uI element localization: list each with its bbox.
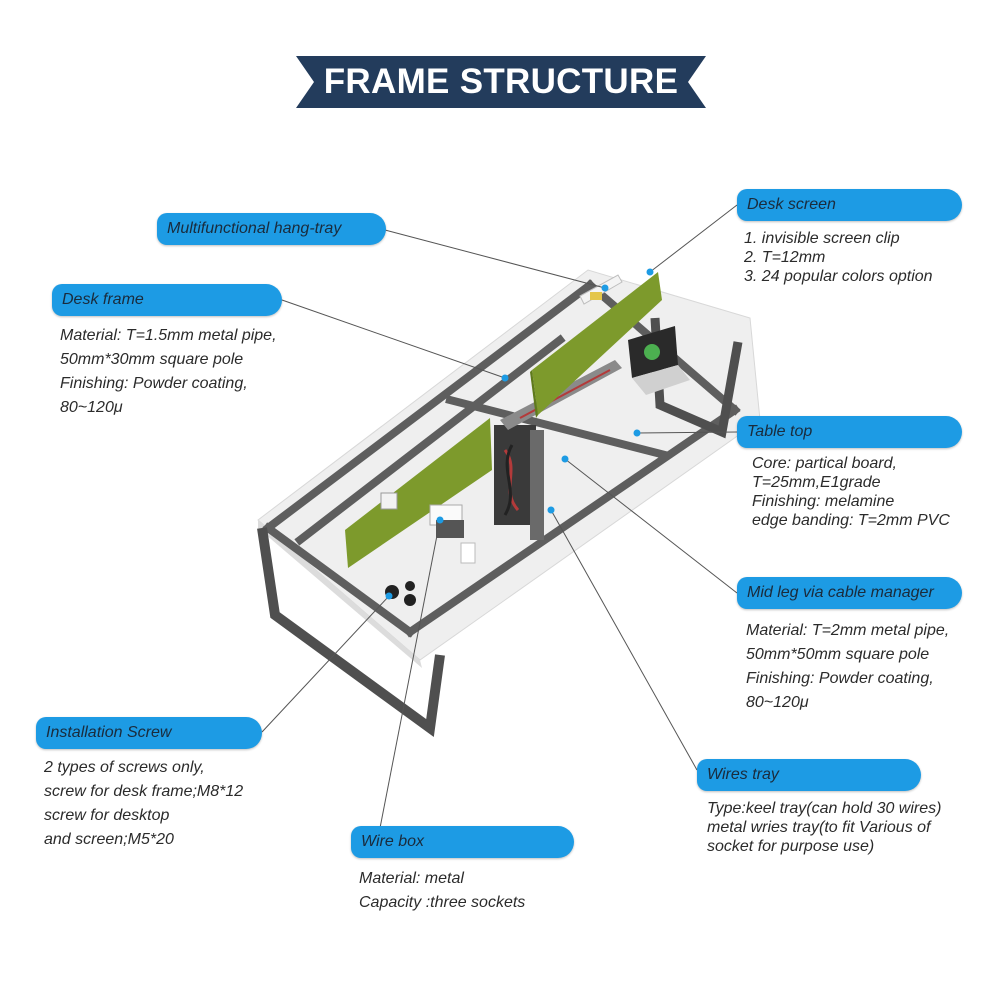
desk-screens [345,272,662,568]
desc-line: 2 types of screws only, [44,759,205,776]
page-title: FRAME STRUCTURE [323,62,679,101]
wire-box [436,520,464,538]
desc-line: Capacity :three sockets [359,894,526,911]
desc-line: Finishing: Powder coating, [746,670,934,687]
phone [460,542,476,564]
desk-frame-description: Material: T=1.5mm metal pipe, 50mm*30mm … [60,324,277,420]
desc-line: 80~120μ [746,694,809,711]
wire-box-description: Material: metal Capacity :three sockets [359,867,525,915]
installation-screw-description: 2 types of screws only, screw for desk f… [44,756,243,852]
mid-leg-label: Mid leg via cable manager [737,577,962,609]
desc-line: 50mm*30mm square pole [60,351,244,368]
table-top-description: Core: partical board, T=25mm,E1grade Fin… [752,454,950,530]
desc-line: Material: T=2mm metal pipe, [746,622,950,639]
desc-line: metal wries tray(to fit Various of [707,819,931,836]
title-banner: FRAME STRUCTURE [296,56,706,108]
pen-holder [380,492,398,510]
laptop [628,326,690,395]
hang-tray-label: Multifunctional hang-tray [157,213,386,245]
desc-line: edge banding: T=2mm PVC [752,512,950,529]
table-top-edge [258,520,422,668]
callout-dots [385,268,654,600]
desc-line: Finishing: Powder coating, [60,375,248,392]
desc-line: and screen;M5*20 [44,831,174,848]
leader-lines [261,204,738,829]
desc-line: Material: T=1.5mm metal pipe, [60,327,277,344]
wire-box-label: Wire box [351,826,574,858]
wires-tray-description: Type:keel tray(can hold 30 wires) metal … [707,799,941,856]
desk-screen-description: 1. invisible screen clip 2. T=12mm 3. 24… [744,229,933,286]
desc-line: socket for purpose use) [707,838,875,855]
desc-line: Material: metal [359,870,464,887]
banner-shape [296,56,706,108]
desc-line: Finishing: melamine [752,493,895,510]
desc-line: 2. T=12mm [744,249,826,266]
desc-line: Core: partical board, [752,455,897,472]
desc-line: 80~120μ [60,399,123,416]
mid-leg-description: Material: T=2mm metal pipe, 50mm*50mm sq… [746,619,949,715]
table-top-label: Table top [737,416,962,448]
wires-tray-label: Wires tray [697,759,921,791]
end-leg-left [257,527,445,737]
desc-line: 1. invisible screen clip [744,230,900,247]
desc-line: 3. 24 popular colors option [744,268,933,285]
desc-line: screw for desk frame;M8*12 [44,783,244,800]
desk-screen-label: Desk screen [737,189,962,221]
installation-screw-label: Installation Screw [36,717,262,749]
desk-frame-label: Desk frame [52,284,282,316]
desc-line: Type:keel tray(can hold 30 wires) [707,800,942,817]
desc-line: screw for desktop [44,807,170,824]
desc-line: T=25mm,E1grade [752,474,881,491]
desc-line: 50mm*50mm square pole [746,646,930,663]
mid-leg-cable-manager [494,425,544,540]
